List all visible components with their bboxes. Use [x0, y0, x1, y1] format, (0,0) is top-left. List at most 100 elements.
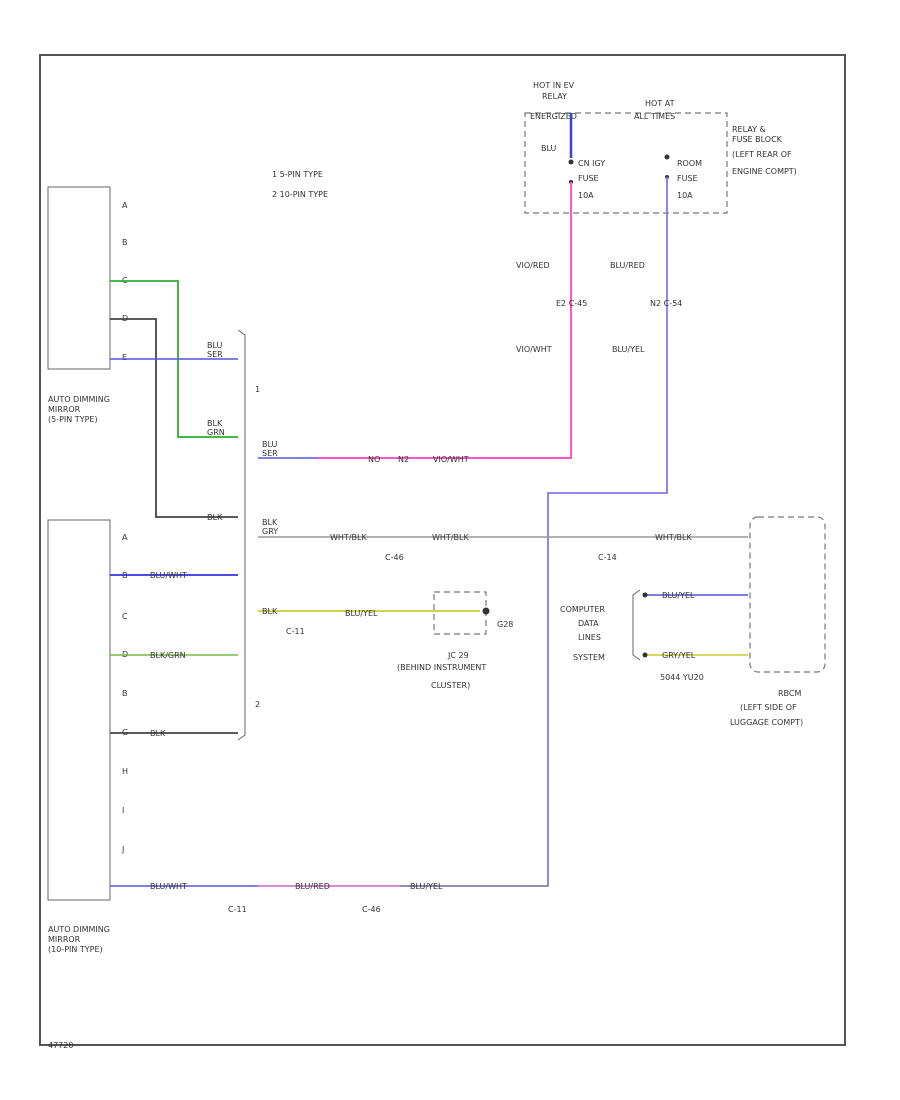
- rbcm-box: [749, 516, 826, 673]
- fuse-left-terminal: [568, 159, 574, 165]
- type-bracket: [237, 329, 246, 741]
- hot-in-run-1: HOT IN EV: [533, 81, 575, 90]
- wire-purple-vertical: [400, 177, 668, 887]
- rbcm-conn-label: 5044 YU20: [660, 673, 704, 682]
- hot-at-all-times-2: ALL TIMES: [634, 112, 675, 121]
- legend-item-1: 1 5-PIN TYPE: [272, 170, 323, 179]
- label-line: SER: [207, 350, 223, 359]
- hot-in-run-3: ENERGIZED: [530, 112, 577, 121]
- wire-blu-yel-bot-label: BLU/YEL: [410, 882, 443, 891]
- connector-mid-a: NO: [368, 455, 380, 464]
- data-terminal-a: [642, 592, 648, 598]
- wire-wht-blk-c: WHT/BLK: [655, 533, 692, 542]
- mirror-5pin-label-3: (5-PIN TYPE): [48, 415, 98, 424]
- wire-blu-red-bot-label: BLU/RED: [295, 882, 330, 891]
- connector-c11: C-11: [286, 627, 305, 636]
- mirror-10pin-box: [47, 519, 111, 901]
- wire-blk-gry-label: BLK GRY: [262, 518, 280, 536]
- fuse-left-label-3: 10A: [578, 191, 594, 200]
- computer-data-3: LINES: [578, 633, 601, 642]
- wire-pink-vertical: [318, 182, 572, 459]
- pin-label: E: [122, 353, 127, 362]
- computer-data-4: SYSTEM: [573, 653, 605, 662]
- mirror-10pin-label-2: MIRROR: [48, 935, 81, 944]
- connector-d-label: N2 C-54: [650, 299, 682, 308]
- relay-fuse-block-4: ENGINE COMPT): [732, 167, 797, 176]
- hot-at-all-times-1: HOT AT: [645, 99, 675, 108]
- computer-data-1: COMPUTER: [560, 605, 605, 614]
- ground-terminal: [482, 607, 490, 615]
- fuse-left-label-1: CN IGY: [578, 159, 605, 168]
- wire-blk-grn-label: BLK GRN: [207, 419, 225, 437]
- fuse-right-label-2: FUSE: [677, 174, 698, 183]
- hot-in-run-2: RELAY: [542, 92, 567, 101]
- wire-blu-ser-a-label: BLU SER: [207, 341, 225, 359]
- relay-fuse-block-2: FUSE BLOCK: [732, 135, 783, 144]
- rbcm-label-2: (LEFT SIDE OF: [740, 703, 797, 712]
- mirror-5pin-label-2: MIRROR: [48, 405, 81, 414]
- wire-vio-red-label: VIO/RED: [516, 261, 550, 270]
- instrument-cluster-3: CLUSTER): [431, 681, 470, 690]
- relay-fuse-block-3: (LEFT REAR OF: [732, 150, 792, 159]
- label-line: GRN: [207, 428, 225, 437]
- legend-item-2: 2 10-PIN TYPE: [272, 190, 328, 199]
- wire-blu-wht-10-label: BLU/WHT: [150, 571, 187, 580]
- relay-fuse-block-box: [524, 112, 728, 214]
- connector-c46: C-46: [385, 553, 404, 562]
- fuse-right-label-3: 10A: [677, 191, 693, 200]
- connector-e-label: E2 C-45: [556, 299, 587, 308]
- mirror-5pin-box: [47, 186, 111, 370]
- computer-data-2: DATA: [578, 619, 599, 628]
- mirror-10pin-label-3: (10-PIN TYPE): [48, 945, 103, 954]
- type-2-label: 2: [255, 700, 260, 709]
- connector-c46-bot: C-46: [362, 905, 381, 914]
- data-lines-bracket: [632, 589, 641, 661]
- data-terminal-b: [642, 652, 648, 658]
- fuse-left-label-2: FUSE: [578, 174, 599, 183]
- wire-wht-blk-b: WHT/BLK: [432, 533, 469, 542]
- label-line: GRY: [262, 527, 278, 536]
- connector-mid-b: N2: [398, 455, 409, 464]
- instrument-cluster-box: [433, 591, 487, 635]
- pin-label: B: [122, 238, 128, 247]
- wire-blu-ser-b-label: BLU SER: [262, 440, 280, 458]
- label-line: SER: [262, 449, 278, 458]
- mirror-10pin-label-1: AUTO DIMMING: [48, 925, 110, 934]
- wire-blu-yel-top-label: BLU/YEL: [612, 345, 645, 354]
- fuse-right-label-1: ROOM: [677, 159, 702, 168]
- mirror-10pin-pins: A B C D B G H I J: [121, 533, 128, 854]
- pin-label: A: [122, 201, 128, 210]
- wire-vio-wht-mid-label: VIO/WHT: [433, 455, 469, 464]
- wire-blk-10-label: BLK: [150, 729, 166, 738]
- wire-blu-left: BLU: [541, 144, 557, 153]
- wire-blk-c11-label: BLK: [262, 607, 278, 616]
- connector-c11-bot: C-11: [228, 905, 247, 914]
- wire-blu-wht-bot-label: BLU/WHT: [150, 882, 187, 891]
- wire-black-d: [110, 318, 238, 518]
- pin-label: C: [122, 612, 128, 621]
- ground-label: G28: [497, 620, 513, 629]
- wire-wht-blk-a: WHT/BLK: [330, 533, 367, 542]
- rbcm-label-3: LUGGAGE COMPT): [730, 718, 803, 727]
- wire-blu-yel-mid-label: BLU/YEL: [345, 609, 378, 618]
- wire-blu-yel-r1-label: BLU/YEL: [662, 591, 695, 600]
- wire-blk-grn-10-label: BLK/GRN: [150, 651, 186, 660]
- wire-blk-label: BLK: [207, 513, 223, 522]
- wire-vio-wht-top-label: VIO/WHT: [516, 345, 552, 354]
- diagram-border: [39, 54, 846, 1046]
- footer-code: 47720: [48, 1041, 73, 1050]
- pin-label: I: [122, 806, 124, 815]
- wire-blu-red-label: BLU/RED: [610, 261, 645, 270]
- pin-label: B: [122, 689, 128, 698]
- instrument-cluster-1: JC 29: [447, 651, 469, 660]
- relay-fuse-block-1: RELAY &: [732, 125, 766, 134]
- fuse-right-terminal: [664, 154, 670, 160]
- pin-label: A: [122, 533, 128, 542]
- wire-gry-yel-label: GRY/YEL: [662, 651, 696, 660]
- instrument-cluster-2: (BEHIND INSTRUMENT: [397, 663, 486, 672]
- connector-c14: C-14: [598, 553, 617, 562]
- pin-label: J: [121, 845, 124, 854]
- type-1-label: 1: [255, 385, 260, 394]
- mirror-5pin-label-1: AUTO DIMMING: [48, 395, 110, 404]
